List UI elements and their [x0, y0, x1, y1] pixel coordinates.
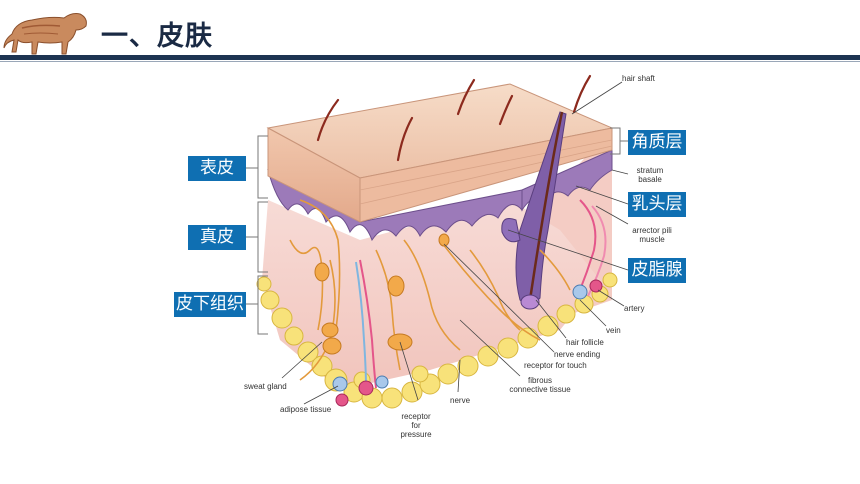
right-brackets: [610, 127, 628, 155]
header-rule-thin: [0, 61, 860, 62]
tag-sebaceous-gland: 皮脂腺: [628, 258, 686, 283]
label-receptor-pressure: receptor for pressure: [400, 412, 432, 439]
label-vein: vein: [606, 326, 621, 335]
stratum-basale-band: [267, 168, 523, 242]
hairs: [316, 74, 592, 162]
header: 一、皮肤: [0, 0, 860, 64]
adipose-layer: [256, 272, 618, 409]
lion-anatomy-icon: [3, 13, 87, 55]
label-hair-shaft: hair shaft: [622, 74, 655, 83]
tag-subcutaneous: 皮下组织: [174, 292, 246, 317]
tag-stratum-corneum: 角质层: [628, 130, 686, 155]
label-artery: artery: [624, 304, 645, 313]
leader-lines: [281, 81, 629, 405]
page-title: 一、皮肤: [101, 21, 213, 52]
tag-dermis: 真皮: [188, 225, 246, 250]
receptors: [314, 233, 450, 355]
label-stratum-basale: stratum basale: [636, 166, 664, 184]
sebaceous-gland: [501, 218, 521, 243]
tag-epidermis: 表皮: [188, 156, 246, 181]
nerves: [289, 199, 571, 381]
tag-papillary-layer: 乳头层: [628, 192, 686, 217]
label-receptor-touch: receptor for touch: [524, 361, 587, 370]
label-nerve: nerve: [450, 396, 471, 405]
label-arrector-pili: arrector pili muscle: [632, 226, 672, 244]
label-nerve-ending: nerve ending: [554, 350, 601, 359]
label-fibrous: fibrous connective tissue: [509, 376, 571, 394]
left-brackets: [246, 135, 268, 335]
label-hair-follicle: hair follicle: [566, 338, 604, 347]
header-rule: [0, 55, 860, 60]
label-sweat-gland: sweat gland: [244, 382, 287, 391]
vessel-cross-sections: [332, 279, 603, 407]
label-adipose: adipose tissue: [280, 405, 332, 414]
